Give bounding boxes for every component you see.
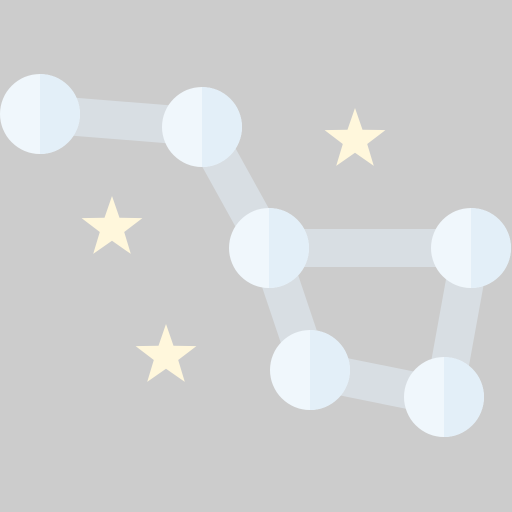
star-icon xyxy=(135,324,197,382)
node-1 xyxy=(0,74,80,154)
node-4 xyxy=(431,208,511,288)
star-icon xyxy=(81,196,143,254)
node-6 xyxy=(404,357,484,437)
node-5 xyxy=(270,330,350,410)
node-2 xyxy=(162,87,242,167)
decorative-stars xyxy=(81,108,386,382)
star-icon xyxy=(324,108,386,166)
node-3 xyxy=(229,208,309,288)
constellation-nodes xyxy=(0,74,511,437)
